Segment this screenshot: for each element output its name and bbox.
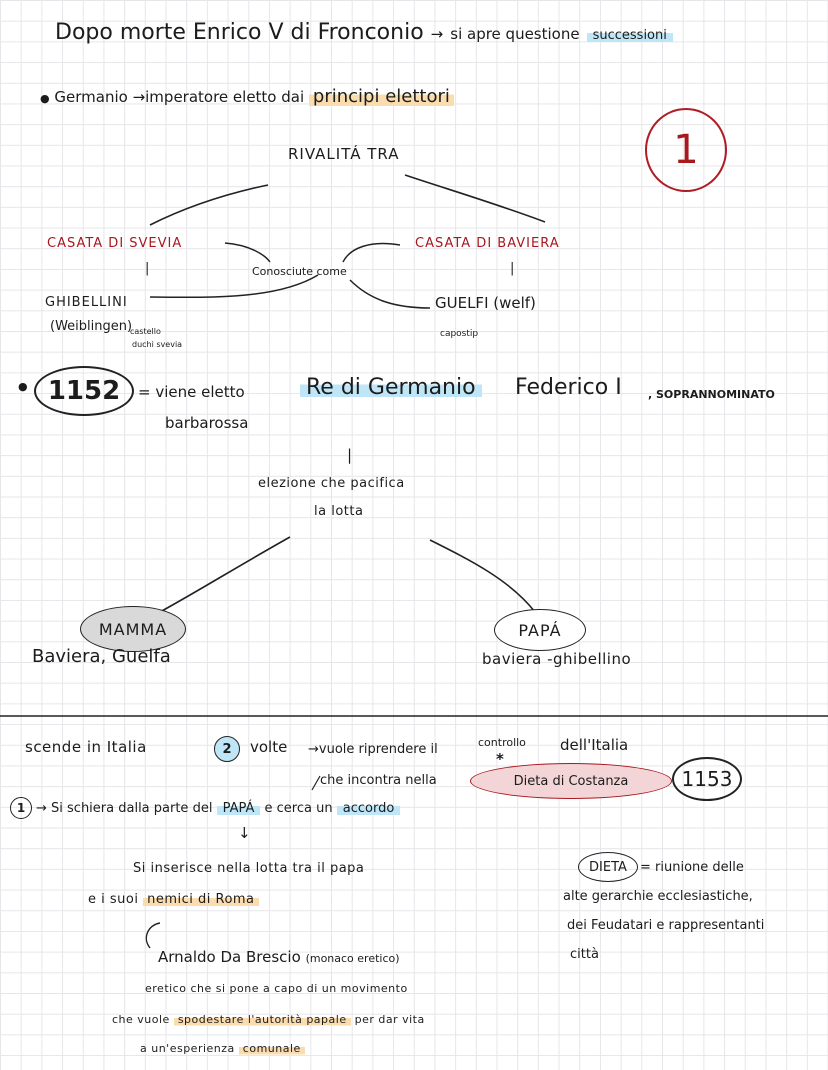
known-as-label: Conosciute come	[252, 265, 347, 278]
step-text-2: e cerca un	[264, 801, 333, 816]
year-1152-badge: 1152	[34, 366, 134, 416]
federico-name: Federico I	[515, 375, 622, 400]
election-effect-line2: la lotta	[314, 504, 364, 519]
bullet-dot: ●	[18, 380, 28, 393]
highlight-re-di-germania: Re di Germanio	[300, 377, 482, 399]
nickname-barbarossa: barbarossa	[165, 414, 249, 432]
origin-weiblingen: (Weiblingen)	[50, 319, 133, 334]
step-line: → Si schiera dalla parte del PAPÁ e cerc…	[36, 801, 401, 816]
year-1153-badge: 1153	[672, 757, 742, 801]
nickname-label: , SOPRANNOMINATO	[648, 388, 775, 401]
house-svevia: CASATA DI SVEVIA	[47, 236, 183, 251]
step-one-badge: 1	[10, 797, 32, 819]
note-castello: castello	[130, 327, 161, 336]
visits-count-badge: 2	[214, 736, 240, 762]
diet-oval: Dieta di Costanza	[470, 763, 672, 799]
pipe-mark: |	[347, 446, 353, 464]
highlight-accordo: accordo	[336, 801, 401, 816]
elected-text: = viene eletto	[138, 383, 245, 401]
volte-text: volte	[250, 738, 288, 756]
election-effect-line1: elezione che pacifica	[258, 476, 405, 491]
heretic-line3: a un'esperienza comunale	[140, 1042, 305, 1055]
mother-note: Baviera, Guelfa	[32, 646, 171, 667]
dieta-def-line1: = riunione delle	[640, 860, 744, 875]
germania-line: ● Germanio →imperatore eletto dai princi…	[40, 86, 454, 107]
title-line: Dopo morte Enrico V di Fronconio → si ap…	[55, 22, 673, 44]
highlight-principi-elettori: principi elettori	[308, 86, 454, 107]
father-note: baviera -ghibellino	[482, 650, 632, 668]
rivalry-title: RIVALITÁ TRA	[288, 145, 400, 163]
highlight-comunale: comunale	[238, 1042, 305, 1055]
fight-line2: e i suoi nemici di Roma	[88, 892, 259, 907]
tick-right: |	[510, 261, 515, 276]
diet-text: Dieta di Costanza	[513, 773, 629, 789]
highlight-successioni: successioni	[586, 28, 673, 43]
heretic-line1: eretico che si pone a capo di un movimen…	[145, 982, 408, 995]
dell-italia-text: dell'Italia	[560, 736, 629, 754]
italy-text: scende in Italia	[25, 738, 147, 756]
mother-oval: MAMMA	[80, 606, 186, 652]
tick-left: |	[145, 261, 150, 276]
controllo-text: controllo	[478, 736, 526, 749]
title-question: si apre questione	[450, 25, 580, 43]
arnaldo-line: Arnaldo Da Brescio (monaco eretico)	[158, 950, 400, 965]
germania-text: Germanio →imperatore eletto dai	[54, 88, 305, 106]
title-text: Dopo morte Enrico V di Fronconio	[55, 20, 424, 45]
note-duchi-svevia: duchi svevia	[132, 340, 183, 349]
star-icon: *	[496, 750, 504, 768]
italy-line1: scende in Italia	[25, 740, 147, 755]
highlight-papa: PAPÁ	[216, 801, 261, 816]
highlight-nemici-di-roma: nemici di Roma	[143, 892, 259, 907]
faction-ghibellini: GHIBELLINI	[45, 295, 128, 310]
meets-text: che incontra nella	[320, 773, 437, 788]
house-baviera: CASATA DI BAVIERA	[415, 236, 560, 251]
fight-line1: Si inserisce nella lotta tra il papa	[133, 861, 365, 876]
heretic-line2: che vuole spodestare l'autorità papale p…	[112, 1013, 425, 1026]
arnaldo-note: (monaco eretico)	[305, 952, 400, 965]
arrow-icon: →	[430, 25, 444, 43]
dieta-term-oval: DIETA	[578, 852, 638, 882]
highlight-spodestare: spodestare l'autorità papale	[173, 1013, 351, 1026]
father-oval: PAPÁ	[494, 609, 586, 651]
note-capostip: capostip	[440, 329, 479, 339]
step-text: → Si schiera dalla parte del	[36, 801, 213, 816]
down-arrow-icon: ↓	[238, 824, 251, 842]
arnaldo-name: Arnaldo Da Brescio	[158, 948, 301, 966]
dieta-def-line4: città	[570, 947, 599, 962]
dieta-def-line3: dei Feudatari e rappresentanti	[567, 918, 765, 933]
vuole-text: →vuole riprendere il	[308, 742, 438, 757]
dieta-def-line2: alte gerarchie ecclesiastiche,	[563, 889, 753, 904]
faction-guelfi: GUELFI (welf)	[435, 294, 536, 312]
page-number-badge: 1	[645, 108, 727, 192]
